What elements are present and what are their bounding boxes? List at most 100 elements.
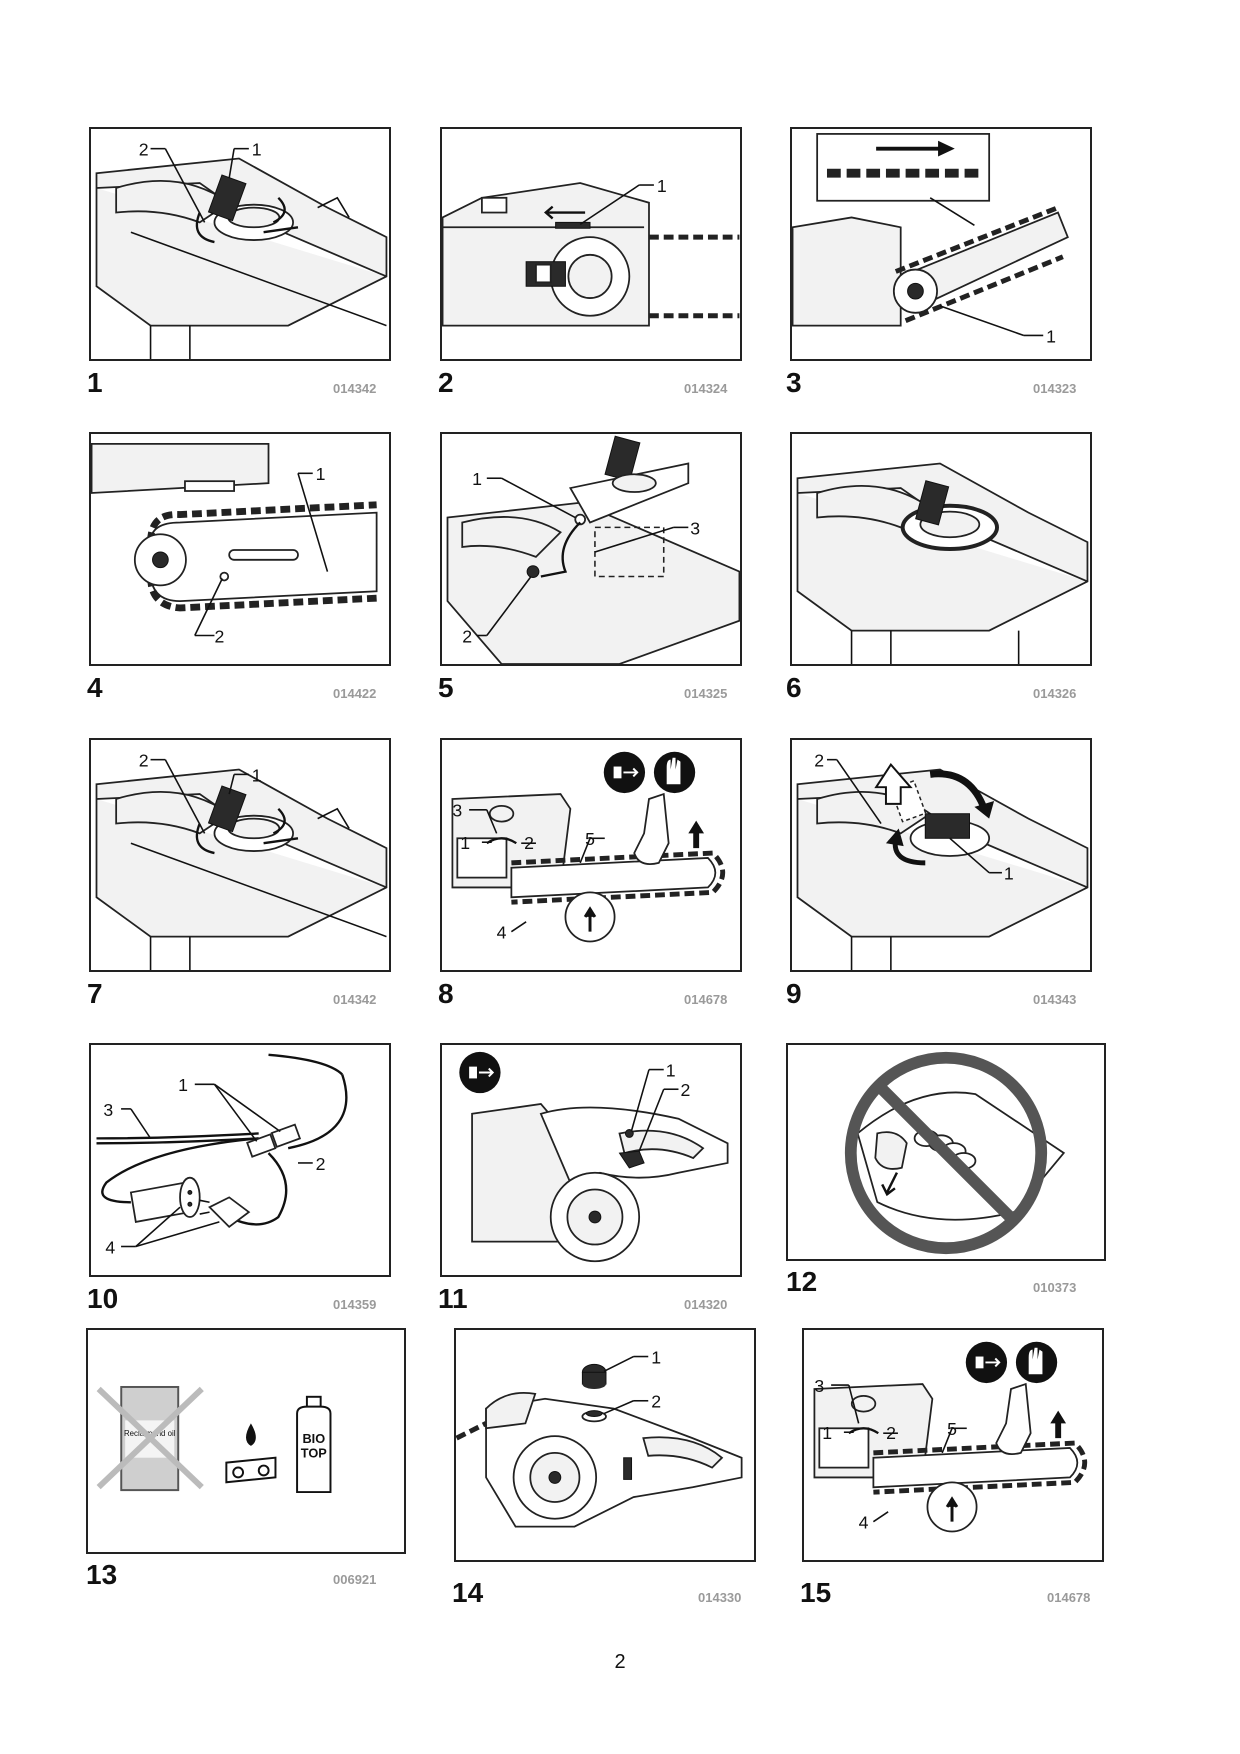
figure-code: 014320 xyxy=(684,1297,728,1312)
figure-2-illustration: 1 xyxy=(440,127,742,361)
callout-3: 3 xyxy=(690,518,700,538)
figure-code: 014326 xyxy=(1033,686,1077,701)
glove-icon xyxy=(1015,1341,1058,1384)
figure-3-illustration: 1 xyxy=(790,127,1092,361)
chain-tension-check-illustration: 3 1 2 4 5 xyxy=(813,1341,1088,1533)
figure-14-illustration: 1 2 xyxy=(454,1328,756,1562)
callout-1: 1 xyxy=(472,469,482,489)
sprocket-cover-knob-illustration: 1 2 xyxy=(95,140,388,359)
guide-bar-chain-illustration: 1 2 xyxy=(91,442,378,646)
chain-oil-drop-icon xyxy=(225,1423,277,1484)
figure-number: 14 xyxy=(452,1577,484,1608)
figure-code: 006921 xyxy=(333,1572,377,1587)
unplug-icon xyxy=(459,1051,501,1094)
figure-code: 014678 xyxy=(684,992,728,1007)
bio-oil-bottle: BIO TOP xyxy=(296,1395,332,1494)
figure-number: 1 xyxy=(87,367,103,398)
bottle-label-line-2: TOP xyxy=(301,1446,327,1461)
callout-2: 2 xyxy=(139,140,149,160)
figure-number: 8 xyxy=(438,978,454,1009)
figure-7-illustration: 1 2 xyxy=(89,738,391,972)
figure-number: 6 xyxy=(786,672,802,703)
extension-cord-illustration: 1 2 3 4 xyxy=(96,1053,348,1257)
callout-2: 2 xyxy=(316,1154,326,1174)
callout-1: 1 xyxy=(1004,864,1014,884)
callout-2: 2 xyxy=(214,626,224,646)
glove-icon xyxy=(653,751,696,794)
callout-4: 4 xyxy=(859,1513,869,1533)
callout-2: 2 xyxy=(651,1392,661,1412)
figure-code: 014342 xyxy=(333,381,377,396)
switch-trigger-illustration: 1 2 xyxy=(459,1051,729,1263)
figure-number: 9 xyxy=(786,978,802,1009)
figure-number: 13 xyxy=(86,1559,118,1590)
figure-4-illustration: 1 2 xyxy=(89,432,391,666)
bottle-label-line-1: BIO xyxy=(302,1431,325,1446)
callout-1: 1 xyxy=(178,1075,188,1095)
figure-code: 014324 xyxy=(684,381,728,396)
figure-number: 15 xyxy=(800,1577,832,1608)
figure-11-illustration: 1 2 xyxy=(440,1043,742,1277)
sprocket-cover-knob-illustration: 1 2 xyxy=(95,751,388,970)
callout-4: 4 xyxy=(497,923,507,943)
figure-12-illustration xyxy=(786,1043,1106,1261)
callout-5: 5 xyxy=(585,829,595,849)
chain-direction-illustration: 1 xyxy=(792,133,1069,346)
unplug-icon xyxy=(603,751,646,794)
chain-tension-check-illustration: 3 1 2 4 5 xyxy=(451,751,726,943)
callout-1: 1 xyxy=(822,1423,832,1443)
figure-5-illustration: 1 2 3 xyxy=(440,432,742,666)
figure-number: 5 xyxy=(438,672,454,703)
figure-code: 014422 xyxy=(333,686,377,701)
figure-9-illustration: 2 1 xyxy=(790,738,1092,972)
callout-1: 1 xyxy=(316,464,326,484)
figure-number: 3 xyxy=(786,367,802,398)
figure-8-illustration: 3 1 2 4 5 xyxy=(440,738,742,972)
callout-2: 2 xyxy=(524,833,534,853)
figure-code: 014323 xyxy=(1033,381,1077,396)
figure-code: 014342 xyxy=(333,992,377,1007)
oil-cap-illustration: 1 2 xyxy=(456,1347,743,1528)
callout-2: 2 xyxy=(139,751,149,771)
figure-number: 4 xyxy=(87,672,103,703)
callout-1: 1 xyxy=(1046,326,1056,346)
figure-1-illustration: 1 2 xyxy=(89,127,391,361)
callout-2: 2 xyxy=(886,1423,896,1443)
oil-label: Reclaimend oil xyxy=(124,1429,176,1438)
figure-number: 11 xyxy=(438,1283,468,1314)
figure-code: 014325 xyxy=(684,686,728,701)
callout-5: 5 xyxy=(947,1419,957,1439)
callout-2: 2 xyxy=(462,626,472,646)
figure-code: 014330 xyxy=(698,1590,742,1605)
figure-number: 7 xyxy=(87,978,103,1009)
figure-number: 2 xyxy=(438,367,454,398)
figure-13-illustration: Reclaimend oil BIO TOP xyxy=(86,1328,406,1554)
callout-1: 1 xyxy=(657,176,667,196)
figure-code: 014343 xyxy=(1033,992,1077,1007)
oil-cap xyxy=(581,1363,607,1389)
figure-code: 014678 xyxy=(1047,1590,1091,1605)
figure-6-illustration xyxy=(790,432,1092,666)
callout-1: 1 xyxy=(252,765,262,785)
callout-1: 1 xyxy=(252,140,262,160)
page-number: 2 xyxy=(614,1651,626,1673)
figure-number: 12 xyxy=(786,1266,818,1297)
callout-2: 2 xyxy=(814,751,824,771)
oil-types-illustration: Reclaimend oil BIO TOP xyxy=(96,1385,332,1494)
chain-brake-cover-illustration: 1 xyxy=(442,176,740,327)
callout-3: 3 xyxy=(452,801,462,821)
callout-1: 1 xyxy=(651,1347,661,1367)
prohibited-lock-off-illustration xyxy=(844,1051,1066,1255)
figure-15-illustration: 3 1 2 4 5 xyxy=(802,1328,1104,1562)
figure-number: 10 xyxy=(87,1283,119,1314)
knob-tightening-illustration xyxy=(796,462,1089,664)
callout-4: 4 xyxy=(105,1237,115,1257)
figure-code: 010373 xyxy=(1033,1280,1077,1295)
sprocket-cover-install-illustration: 1 2 3 xyxy=(446,435,740,664)
knob-lock-illustration: 2 1 xyxy=(796,751,1089,970)
figure-10-illustration: 1 2 3 4 xyxy=(89,1043,391,1277)
callout-3: 3 xyxy=(103,1100,113,1120)
prohibited-icon xyxy=(844,1051,1048,1255)
callout-1: 1 xyxy=(460,833,470,853)
reclaimed-oil-can: Reclaimend oil xyxy=(96,1385,204,1492)
